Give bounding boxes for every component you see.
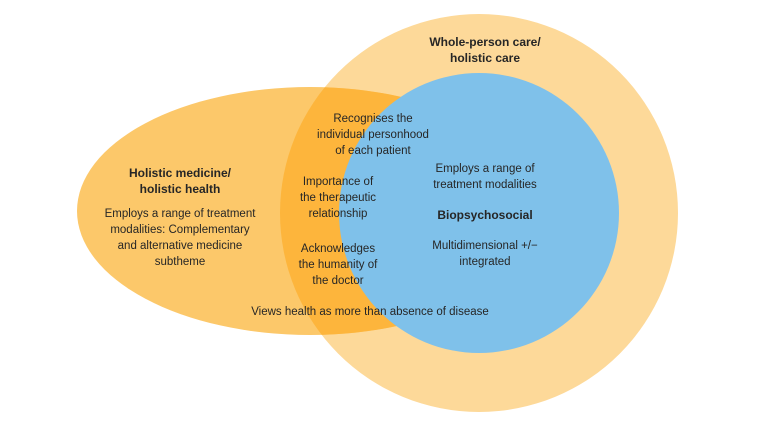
title-line: Holistic medicine/ xyxy=(128,166,232,180)
text-line: treatment modalities xyxy=(433,179,537,191)
whole-person-care-title: Whole-person care/ holistic care xyxy=(400,34,570,66)
therapeutic-relationship-label: Importance of the therapeutic relationsh… xyxy=(283,174,393,222)
title-line: holistic health xyxy=(139,182,221,196)
humanity-of-doctor-label: Acknowledges the humanity of the doctor xyxy=(283,241,393,289)
personhood-label: Recognises the individual personhood of … xyxy=(293,111,453,159)
title-line: Whole-person care/ xyxy=(429,35,541,49)
text-line: the humanity of xyxy=(298,259,378,271)
text-line: Acknowledges xyxy=(300,243,376,255)
text-line: Employs a range of xyxy=(435,163,535,175)
holistic-medicine-description: Employs a range of treatment modalities:… xyxy=(80,206,280,270)
text-line: modalities: Complementary xyxy=(110,224,250,236)
biopsychosocial-description: Multidimensional +/− integrated xyxy=(410,238,560,270)
biopsychosocial-modalities-label: Employs a range of treatment modalities xyxy=(410,161,560,193)
text-line: the doctor xyxy=(312,275,364,287)
holistic-medicine-title: Holistic medicine/ holistic health xyxy=(100,165,260,197)
text-line: Employs a range of treatment xyxy=(104,208,256,220)
text-line: and alternative medicine xyxy=(117,240,243,252)
title-line: holistic care xyxy=(449,51,521,65)
text-line: subtheme xyxy=(154,256,206,268)
text-line: relationship xyxy=(308,208,368,220)
biopsychosocial-title: Biopsychosocial xyxy=(437,208,533,222)
text-line: the therapeutic xyxy=(299,192,377,204)
text-line: Importance of xyxy=(302,176,374,188)
text-line: Multidimensional +/− xyxy=(432,240,538,252)
text-line: integrated xyxy=(459,256,511,268)
text-line: individual personhood xyxy=(317,129,429,141)
text-line: of each patient xyxy=(335,145,411,157)
biopsychosocial-circle xyxy=(339,73,619,353)
health-view-label: Views health as more than absence of dis… xyxy=(251,306,489,318)
text-line: Recognises the xyxy=(333,113,413,125)
